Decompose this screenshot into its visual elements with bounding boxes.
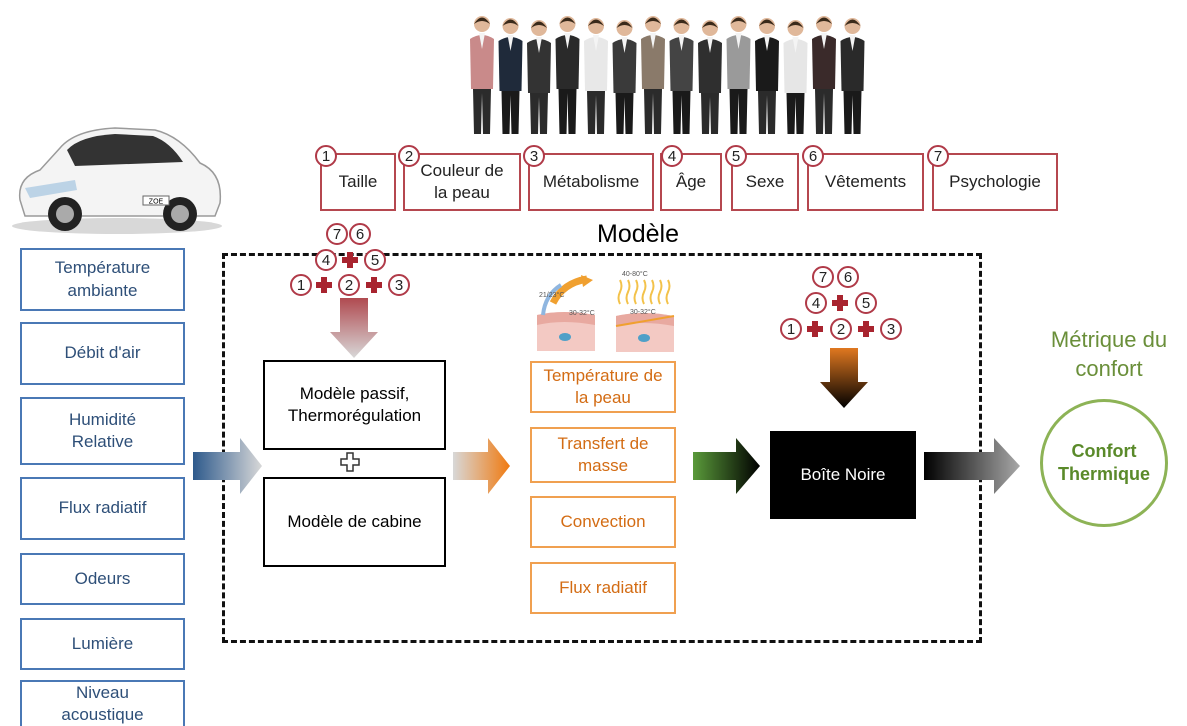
person-figure <box>641 16 665 134</box>
attribute-number: 3 <box>388 274 410 296</box>
car-image: ZOE <box>5 118 230 236</box>
arrow-outputs-to-blackbox <box>693 438 760 494</box>
skin-heat-illustration-1: 21/23°C 30-32°C <box>533 275 599 351</box>
attribute-number: 6 <box>837 266 859 288</box>
plus-icon <box>342 252 358 268</box>
attribute-number: 1 <box>315 145 337 167</box>
arrow-inputs-to-model <box>193 438 262 494</box>
attribute-number: 7 <box>326 223 348 245</box>
attribute-clothing: Vêtements <box>807 153 924 211</box>
attribute-number: 5 <box>364 249 386 271</box>
input-ambient-temperature: Température ambiante <box>20 248 185 311</box>
attribute-number: 5 <box>725 145 747 167</box>
temperature-label: 30-32°C <box>569 309 595 317</box>
attribute-number: 1 <box>780 318 802 340</box>
person-figure <box>669 18 694 134</box>
attribute-number: 3 <box>880 318 902 340</box>
person-figure <box>498 18 523 134</box>
black-box: Boîte Noire <box>770 431 916 519</box>
input-light: Lumière <box>20 618 185 670</box>
metric-title: Métrique du confort <box>1050 327 1168 381</box>
temperature-label: 21/23°C <box>539 291 564 299</box>
people-group-image <box>468 8 868 138</box>
attribute-number: 2 <box>830 318 852 340</box>
plus-icon <box>316 277 332 293</box>
output-radiative-flux: Flux radiatif <box>530 562 676 614</box>
temperature-label: 30-32°C <box>630 308 656 316</box>
passive-model-box: Modèle passif, Thermorégulation <box>263 360 446 450</box>
attribute-number: 4 <box>315 249 337 271</box>
plus-icon <box>807 321 823 337</box>
input-airflow: Débit d'air <box>20 322 185 385</box>
output-skin-temperature: Température de la peau <box>530 361 676 413</box>
cabin-model-box: Modèle de cabine <box>263 477 446 567</box>
person-figure <box>698 20 722 134</box>
attribute-number: 6 <box>802 145 824 167</box>
person-figure <box>527 20 551 134</box>
person-figure <box>812 16 836 134</box>
arrow-blackbox-to-metric <box>924 438 1020 494</box>
person-figure <box>840 18 865 134</box>
input-radiative-flux: Flux radiatif <box>20 477 185 540</box>
arrow-model-to-outputs <box>453 438 510 494</box>
person-figure <box>783 20 808 134</box>
attribute-number: 6 <box>349 223 371 245</box>
person-figure <box>470 16 494 134</box>
attribute-number: 7 <box>812 266 834 288</box>
attribute-number: 2 <box>338 274 360 296</box>
input-relative-humidity: Humidité Relative <box>20 397 185 465</box>
plus-outline-icon <box>340 452 360 472</box>
person-figure <box>612 20 637 134</box>
output-convection: Convection <box>530 496 676 548</box>
attribute-psychology: Psychologie <box>932 153 1058 211</box>
attribute-number: 4 <box>661 145 683 167</box>
arrow-attributes-to-blackbox <box>820 348 868 408</box>
car-plate: ZOE <box>149 199 164 206</box>
plus-icon <box>366 277 382 293</box>
attribute-metabolism: Métabolisme <box>528 153 654 211</box>
comfort-metric-circle: Confort Thermique <box>1040 399 1168 527</box>
person-figure <box>726 16 751 134</box>
attribute-sex: Sexe <box>731 153 799 211</box>
model-frame <box>222 253 982 643</box>
person-figure <box>755 18 779 134</box>
attribute-number: 5 <box>855 292 877 314</box>
person-figure <box>584 18 608 134</box>
plus-icon <box>832 295 848 311</box>
plus-icon <box>858 321 874 337</box>
output-mass-transfer: Transfert de masse <box>530 427 676 483</box>
attribute-skin-color: Couleur de la peau <box>403 153 521 211</box>
attribute-number: 4 <box>805 292 827 314</box>
temperature-label: 40-80°C <box>622 270 648 278</box>
attribute-number: 3 <box>523 145 545 167</box>
input-odors: Odeurs <box>20 553 185 605</box>
arrow-attributes-to-model <box>330 298 378 358</box>
attribute-number: 2 <box>398 145 420 167</box>
model-title: Modèle <box>597 220 679 248</box>
person-figure <box>555 16 580 134</box>
input-acoustic-level: Niveau acoustique <box>20 680 185 726</box>
attribute-number: 7 <box>927 145 949 167</box>
skin-heat-illustration-2: 40-80°C 30-32°C <box>612 268 678 352</box>
attribute-number: 1 <box>290 274 312 296</box>
